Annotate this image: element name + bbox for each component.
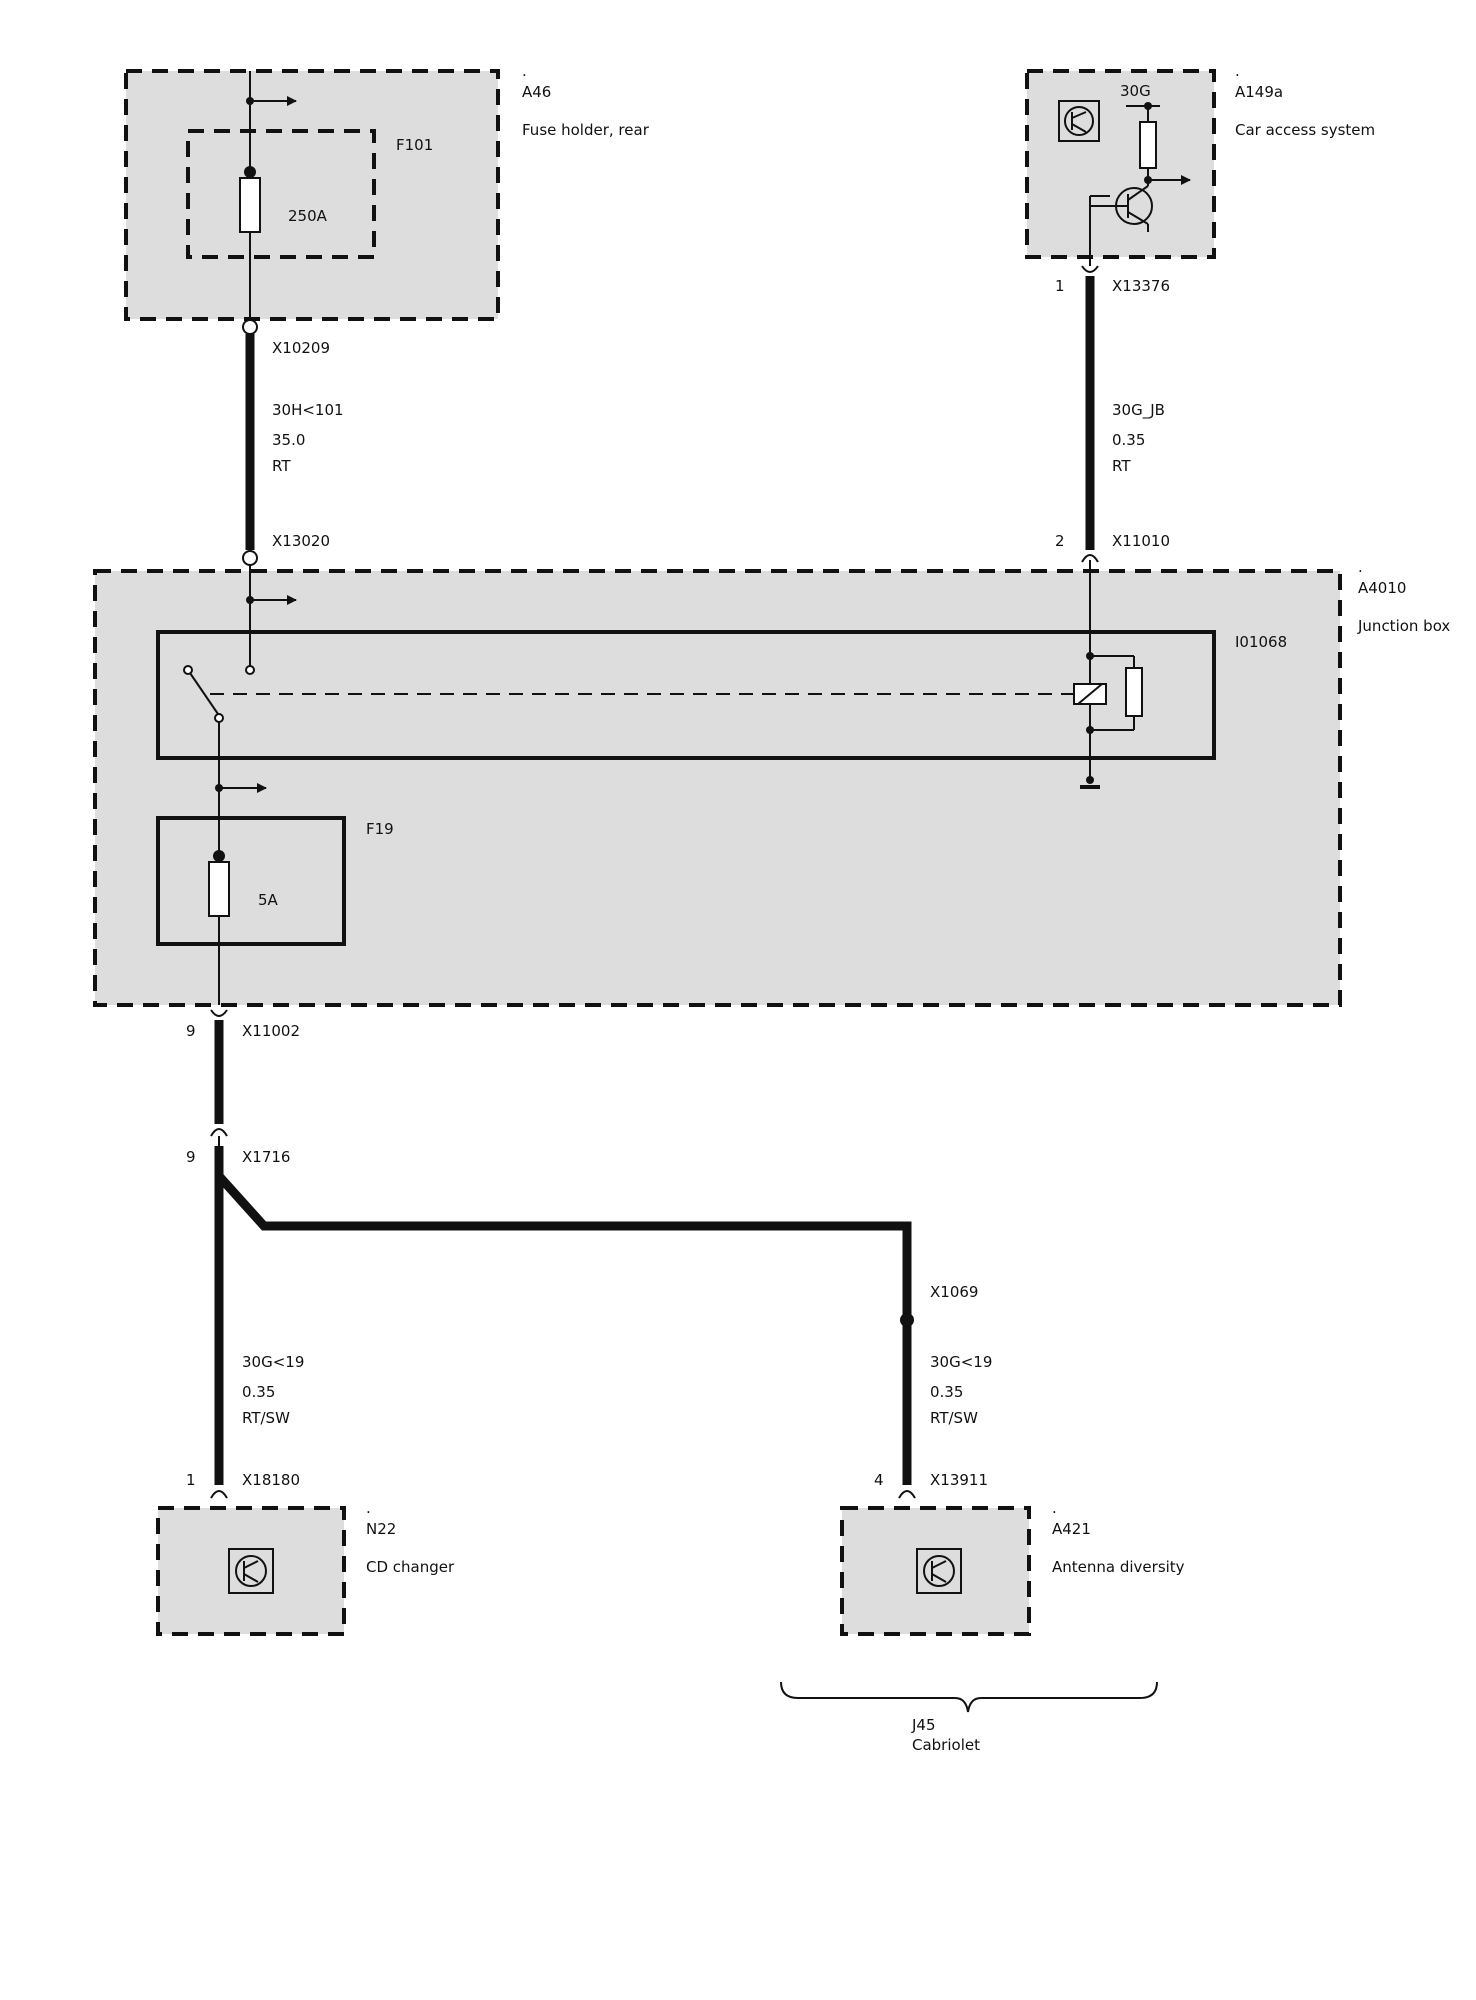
a421-dot: . [1052,1499,1057,1517]
option-code: J45 [911,1716,936,1734]
x11002-pin: 9 [186,1022,196,1040]
x13376-pin: 1 [1055,277,1065,295]
x18180-id: X18180 [242,1471,300,1489]
option-brace-icon [780,1681,1158,1713]
x11010-pin: 2 [1055,532,1065,550]
wire-trunk[interactable] [210,1009,228,1137]
w30h-size: 35.0 [272,431,305,449]
w30gjb-color: RT [1112,457,1131,475]
n22-id: N22 [366,1520,396,1538]
wn22-signal: 30G<19 [242,1353,304,1371]
n22-dot: . [366,1499,371,1517]
wire-n22[interactable] [210,1136,228,1499]
wn22-color: RT/SW [242,1409,290,1427]
x13376-id: X13376 [1112,277,1170,295]
f101-id: F101 [396,136,433,154]
component-a149a[interactable] [1025,69,1216,266]
a149a-id: A149a [1235,83,1283,101]
f19-rating: 5A [258,891,279,909]
a46-dot: . [522,62,527,80]
x13911-pin: 4 [874,1471,884,1489]
component-a4010[interactable] [93,560,1342,1007]
w30h-signal: 30H<101 [272,401,344,419]
a46-id: A46 [522,83,551,101]
a149a-dot: . [1235,62,1240,80]
wa421-signal: 30G<19 [930,1353,992,1371]
a149a-terminal: 30G [1120,82,1151,100]
x10209-id: X10209 [272,339,330,357]
a4010-id: A4010 [1358,579,1406,597]
f19-id: F19 [366,820,394,838]
wire-30h[interactable] [242,319,258,566]
component-a46[interactable] [124,69,500,325]
x13020-id: X13020 [272,532,330,550]
x1716-id: X1716 [242,1148,290,1166]
x13911-id: X13911 [930,1471,988,1489]
control-unit-icon [916,1548,962,1594]
component-n22[interactable] [156,1506,346,1636]
a46-desc: Fuse holder, rear [522,121,650,139]
control-unit-icon [228,1548,274,1594]
n22-desc: CD changer [366,1558,455,1576]
x1716-pin: 9 [186,1148,196,1166]
fuse-f101-symbol [239,177,261,233]
relay-i01068 [156,630,1216,760]
f101-rating: 250A [288,207,328,225]
a149a-desc: Car access system [1235,121,1375,139]
fuse-f19-box [156,816,346,946]
option-desc: Cabriolet [912,1736,980,1754]
w30gjb-size: 0.35 [1112,431,1145,449]
x11002-id: X11002 [242,1022,300,1040]
fuse-f19-symbol [208,861,230,917]
wire-30g-jb[interactable] [1081,265,1099,563]
a421-desc: Antenna diversity [1052,1558,1185,1576]
a4010-desc: Junction box [1357,617,1450,635]
a421-id: A421 [1052,1520,1091,1538]
x18180-pin: 1 [186,1471,196,1489]
x11010-id: X11010 [1112,532,1170,550]
wa421-size: 0.35 [930,1383,963,1401]
wa421-color: RT/SW [930,1409,978,1427]
i01068-id: I01068 [1235,633,1287,651]
wn22-size: 0.35 [242,1383,275,1401]
a4010-dot: . [1358,558,1363,576]
component-a421[interactable] [840,1506,1031,1636]
w30h-color: RT [272,457,291,475]
w30gjb-signal: 30G_JB [1112,401,1165,420]
wire-a421[interactable] [215,1172,916,1499]
control-unit-icon [1058,100,1100,142]
x1069-id: X1069 [930,1283,978,1301]
